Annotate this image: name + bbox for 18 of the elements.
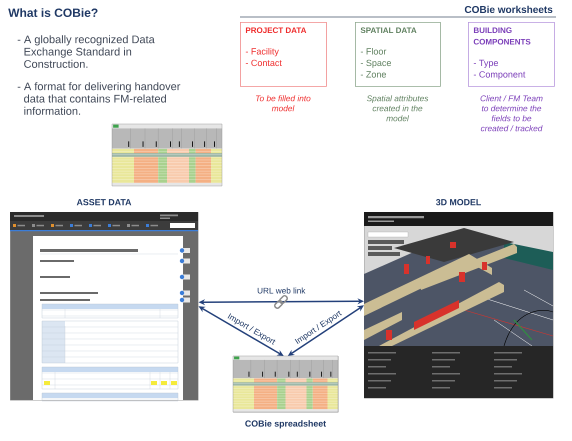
- bullet-text: - A globally recognized Data Exchange Standard in Construction.: [18, 35, 155, 68]
- heading: COBie spreadsheet: [245, 420, 326, 428]
- caption-text: Spatial attributes created in the model: [366, 95, 428, 122]
- edge-label: URL web link: [256, 286, 306, 295]
- section-heading: COBie worksheets: [464, 6, 552, 14]
- worksheet-box: PROJECT DATA - Facility - Contact: [240, 22, 327, 87]
- node-label: - Floor: [360, 48, 386, 55]
- node-label: - Space: [360, 60, 392, 68]
- node-label: SPATIAL DATA: [360, 27, 416, 34]
- node-label: - Zone: [360, 71, 386, 78]
- title: What is COBie?: [8, 8, 98, 17]
- worksheet-box: SPATIAL DATA - Floor - Space - Zone: [355, 22, 441, 87]
- bullet-text: - A format for delivering handover data that contains FM-related information.: [18, 82, 180, 115]
- worksheet-box: BUILDING COMPONENTS - Type - Component: [468, 22, 555, 87]
- caption-text: To be filled into model: [256, 95, 310, 112]
- caption-text: Client / FM Team to determine the fields to be created / tracked: [480, 95, 543, 132]
- heading: 3D MODEL: [436, 199, 481, 206]
- heading: ASSET DATA: [76, 199, 132, 206]
